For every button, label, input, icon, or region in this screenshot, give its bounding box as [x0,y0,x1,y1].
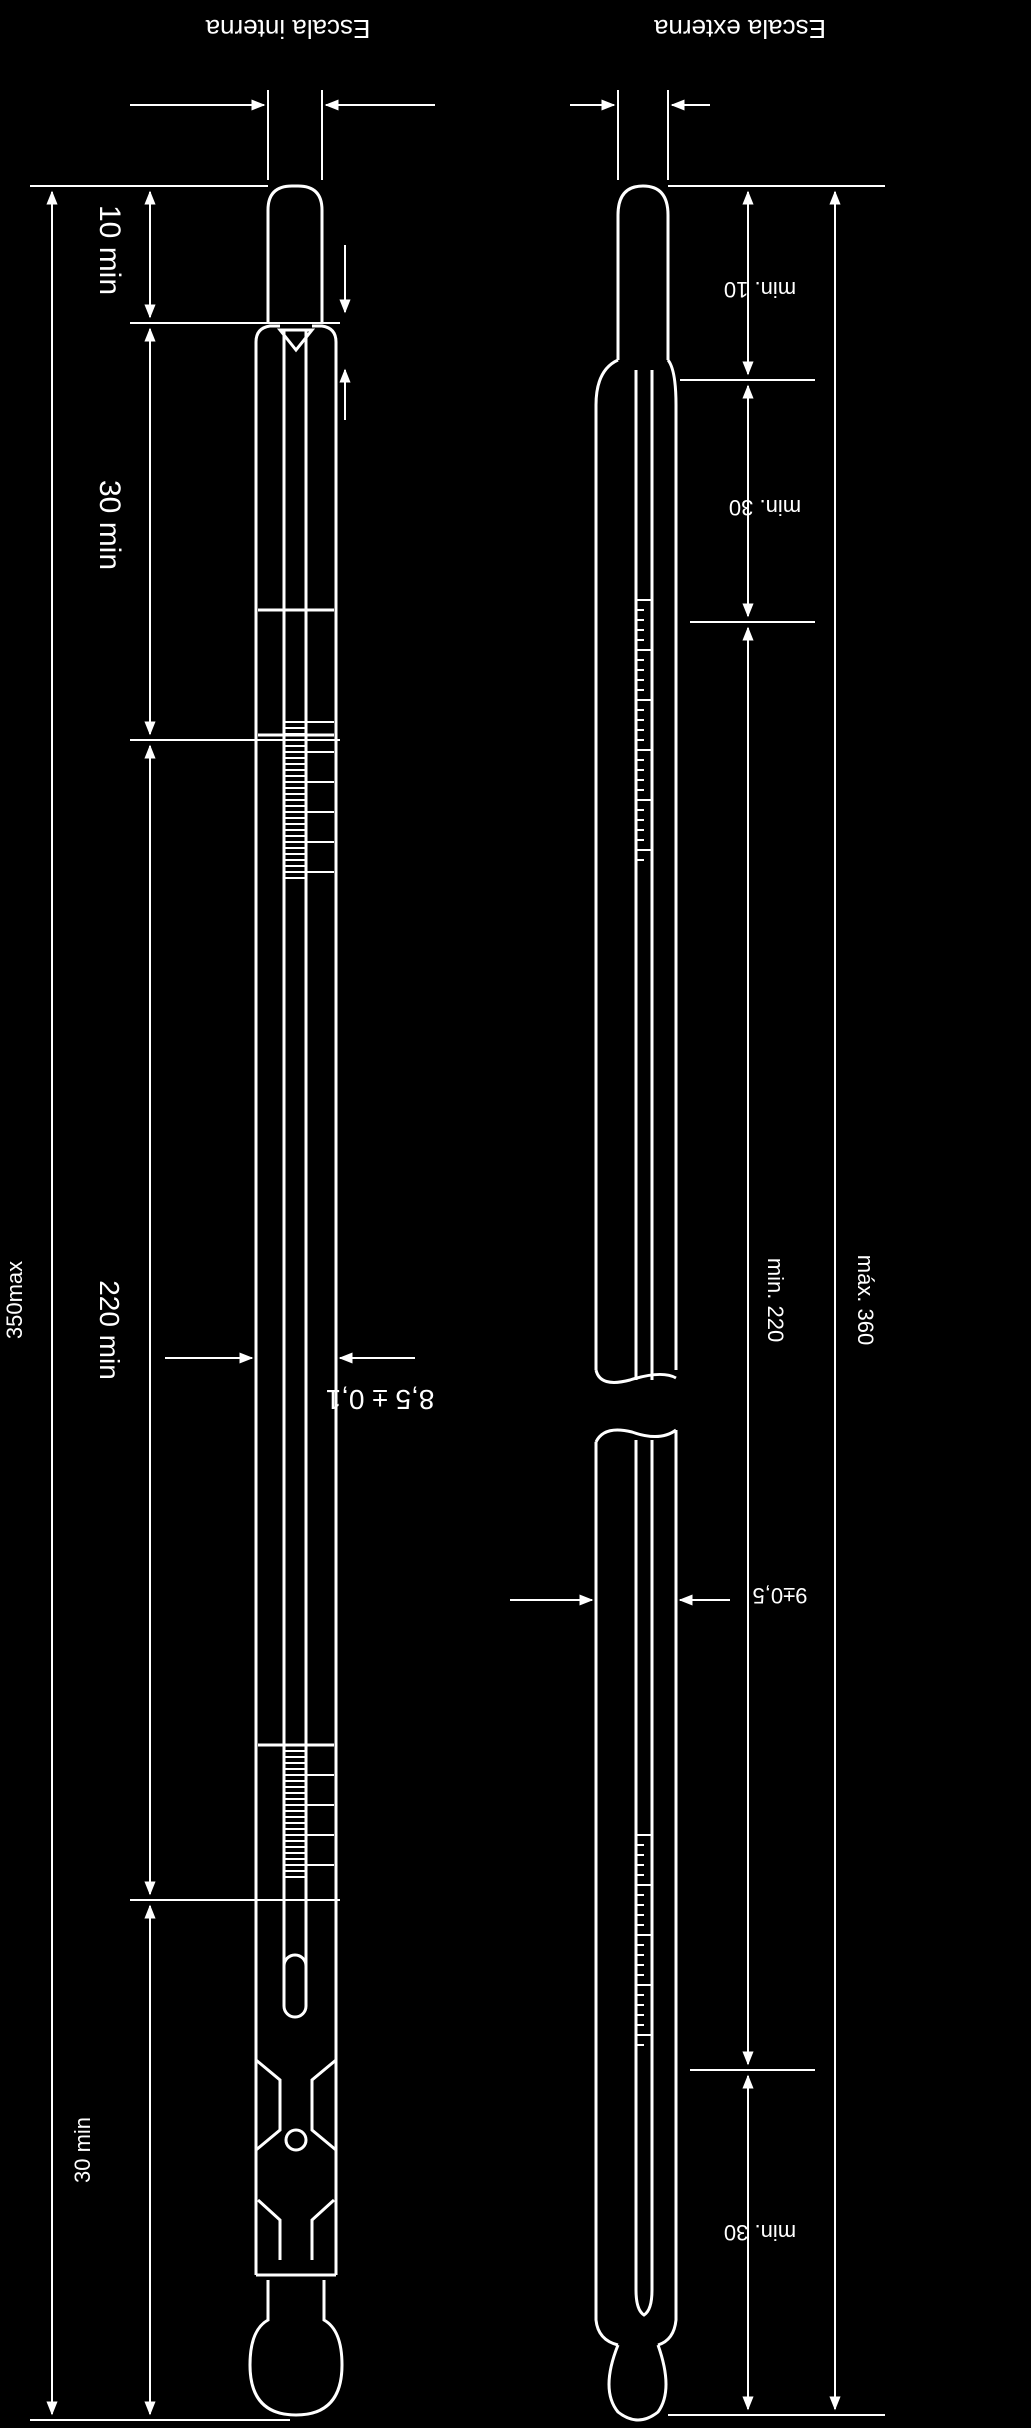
internal-middle-length-label: 220 min [94,1280,125,1380]
external-lower-tube [594,1430,678,2347]
internal-top-bulb [266,184,324,322]
internal-top-length-label: 10 min [93,205,126,295]
external-middle-length-label: min. 220 [763,1258,788,1342]
external-top-bulb [616,184,670,360]
internal-total-length-label: 350max [2,1261,27,1339]
external-lower-graduations [636,1834,652,2046]
internal-bottom-bulb [248,2280,344,2417]
internal-dimension-lines [30,90,435,2421]
external-dimension-lines [510,90,885,2416]
internal-scale-labels: Escala interna 350max 10 min 30 min 220 … [2,14,434,2183]
external-diameter-label: 9±0,5 [753,1583,808,1608]
external-top-length-label: min. 10 [724,277,796,302]
internal-bottom-length-label: 30 min [70,2117,95,2183]
external-bottom-loop [607,2344,668,2422]
internal-stem-tube [254,324,338,2275]
internal-diameter-label: 8,5 ± 0,1 [326,1384,435,1415]
internal-scale-thermometer [248,184,344,2417]
internal-lower-graduations [284,1744,334,1878]
internal-scale-title: Escala interna [205,14,370,44]
external-upper-length-label: min. 30 [729,495,801,520]
external-scale-thermometer [594,184,678,2422]
external-upper-graduations [636,599,652,861]
internal-upper-length-label: 30 min [93,480,126,570]
external-break-lower [594,1428,677,1443]
external-upper-tube [594,358,678,1370]
external-total-length-label: máx. 360 [853,1255,878,1346]
internal-reference-ring [284,2128,308,2152]
external-scale-title: Escala externa [653,14,826,44]
internal-upper-graduations [284,721,334,879]
external-scale-labels: Escala externa min. 10 min. 30 min. 220 … [653,14,878,2245]
external-break-upper [594,1369,677,1384]
external-bottom-length-label: min. 30 [724,2220,796,2245]
